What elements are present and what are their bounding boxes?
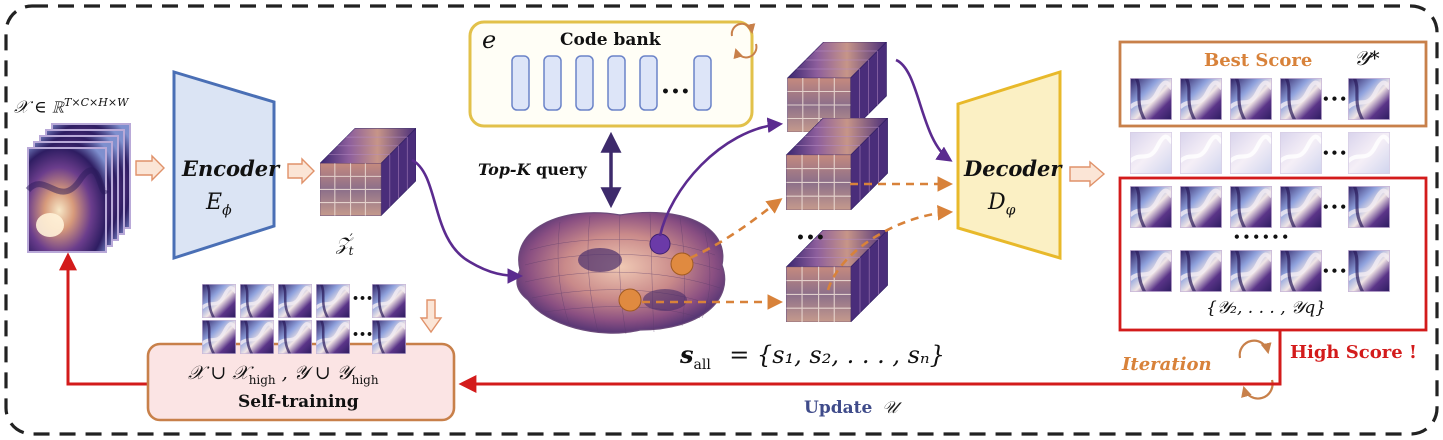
code-bank-title: Code bank bbox=[560, 30, 661, 50]
self-training-formula: 𝒳 ∪ 𝒳high , 𝒴 ∪ 𝒴high bbox=[188, 362, 379, 387]
samples-set: = {s₁, s₂, . . . , sₙ} bbox=[729, 341, 945, 369]
decoder-block bbox=[956, 69, 1062, 261]
arrow-encoder-latent bbox=[287, 157, 315, 185]
input-label: 𝒳 ∈ ℝT×C×H×W bbox=[14, 96, 128, 118]
faded-thumbs-row bbox=[1130, 132, 1390, 174]
topk-query-label: Top-K query bbox=[478, 160, 587, 179]
arrow-stack1-decoder bbox=[895, 58, 953, 162]
update-symbol: 𝒰 bbox=[882, 398, 898, 418]
code-bank-ellipsis: ••• bbox=[661, 84, 691, 100]
best-score-ellipsis: ••• bbox=[1322, 92, 1349, 106]
input-label-superscript: T×C×H×W bbox=[64, 96, 129, 109]
latent-sub: t bbox=[348, 243, 354, 258]
best-score-thumbs bbox=[1130, 78, 1390, 120]
decoder-symbol-main: D bbox=[988, 190, 1006, 215]
latent-cube bbox=[320, 127, 416, 217]
encoder-symbol-sub: ϕ bbox=[222, 202, 232, 219]
faded-ellipsis: ••• bbox=[1322, 146, 1349, 160]
samples-s: s bbox=[680, 340, 694, 369]
encoder-block bbox=[172, 69, 276, 261]
iteration-label: Iteration bbox=[1122, 354, 1212, 375]
update-text: Update bbox=[804, 398, 873, 418]
input-frame-stack bbox=[25, 123, 131, 253]
decoder-title: Decoder bbox=[964, 156, 1062, 181]
self-training-ellipsis-1: ••• bbox=[352, 292, 374, 305]
arrow-input-encoder bbox=[135, 154, 165, 182]
arrow-point-to-stack-1 bbox=[658, 117, 784, 237]
encoder-symbol-main: E bbox=[206, 190, 223, 215]
latent-symbol: 𝒵 bbox=[336, 234, 350, 255]
arrow-decoder-outputs bbox=[1069, 160, 1106, 188]
sample-point-orange-1 bbox=[670, 252, 694, 276]
samples-sub: all bbox=[693, 356, 711, 373]
self-training-formula-b: , 𝒴 ∪ 𝒴 bbox=[275, 362, 352, 384]
code-bank-symbol: e bbox=[482, 26, 497, 54]
arrow-stack3-decoder bbox=[826, 204, 954, 291]
best-score-symbol: 𝒴* bbox=[1354, 46, 1380, 70]
self-training-thumbs bbox=[202, 284, 406, 354]
decoder-symbol: Dφ bbox=[988, 190, 1015, 218]
arrow-into-self-training bbox=[419, 299, 443, 334]
iteration-cycle-icon bbox=[1238, 339, 1274, 400]
encoder-title: Encoder bbox=[182, 156, 280, 181]
latent-label: 𝒵′t bbox=[336, 232, 353, 258]
arrow-latent-to-manifold bbox=[411, 158, 524, 284]
self-training-title: Self-training bbox=[238, 392, 359, 412]
best-score-title: Best Score bbox=[1204, 50, 1313, 71]
sample-point-orange-2 bbox=[618, 288, 642, 312]
samples-formula: sall = {s₁, s₂, . . . , sₙ} bbox=[680, 340, 945, 373]
self-training-ellipsis-2: ••• bbox=[352, 328, 374, 341]
sample-point-purple bbox=[649, 233, 671, 255]
decoder-symbol-sub: φ bbox=[1005, 202, 1016, 219]
code-bank-slots bbox=[511, 55, 712, 111]
high-score-set-label: {𝒴₂, . . . , 𝒴q} bbox=[1206, 298, 1327, 318]
arrow-point-to-stack-2 bbox=[689, 198, 783, 260]
high-score-ellipsis-mid: •••••• bbox=[1233, 230, 1292, 244]
red-feedback-line-down bbox=[458, 330, 1282, 393]
red-feedback-line-up bbox=[59, 252, 148, 386]
stacks-ellipsis: ••• bbox=[796, 230, 826, 246]
self-training-formula-b-sub: high bbox=[351, 372, 379, 387]
input-label-main: 𝒳 ∈ ℝ bbox=[14, 97, 65, 118]
outer-dashed-frame bbox=[4, 4, 1439, 436]
update-label: Update 𝒰 bbox=[804, 398, 898, 418]
topk-label-italic: Top-K bbox=[478, 160, 531, 179]
self-training-formula-a-sub: high bbox=[248, 372, 276, 387]
high-score-thumbs-row-1 bbox=[1130, 186, 1390, 228]
latent-manifold bbox=[516, 211, 726, 335]
high-score-ellipsis-row1: ••• bbox=[1322, 200, 1349, 214]
high-score-label: High Score ! bbox=[1290, 342, 1417, 363]
high-score-thumbs-row-2 bbox=[1130, 250, 1390, 292]
topk-label-rest: query bbox=[530, 160, 587, 179]
self-training-formula-a: 𝒳 ∪ 𝒳 bbox=[188, 362, 249, 384]
encoder-symbol: Eϕ bbox=[206, 190, 232, 218]
latent-prime: ′ bbox=[349, 232, 353, 247]
high-score-ellipsis-row2: ••• bbox=[1322, 264, 1349, 278]
refresh-icon bbox=[730, 22, 758, 60]
